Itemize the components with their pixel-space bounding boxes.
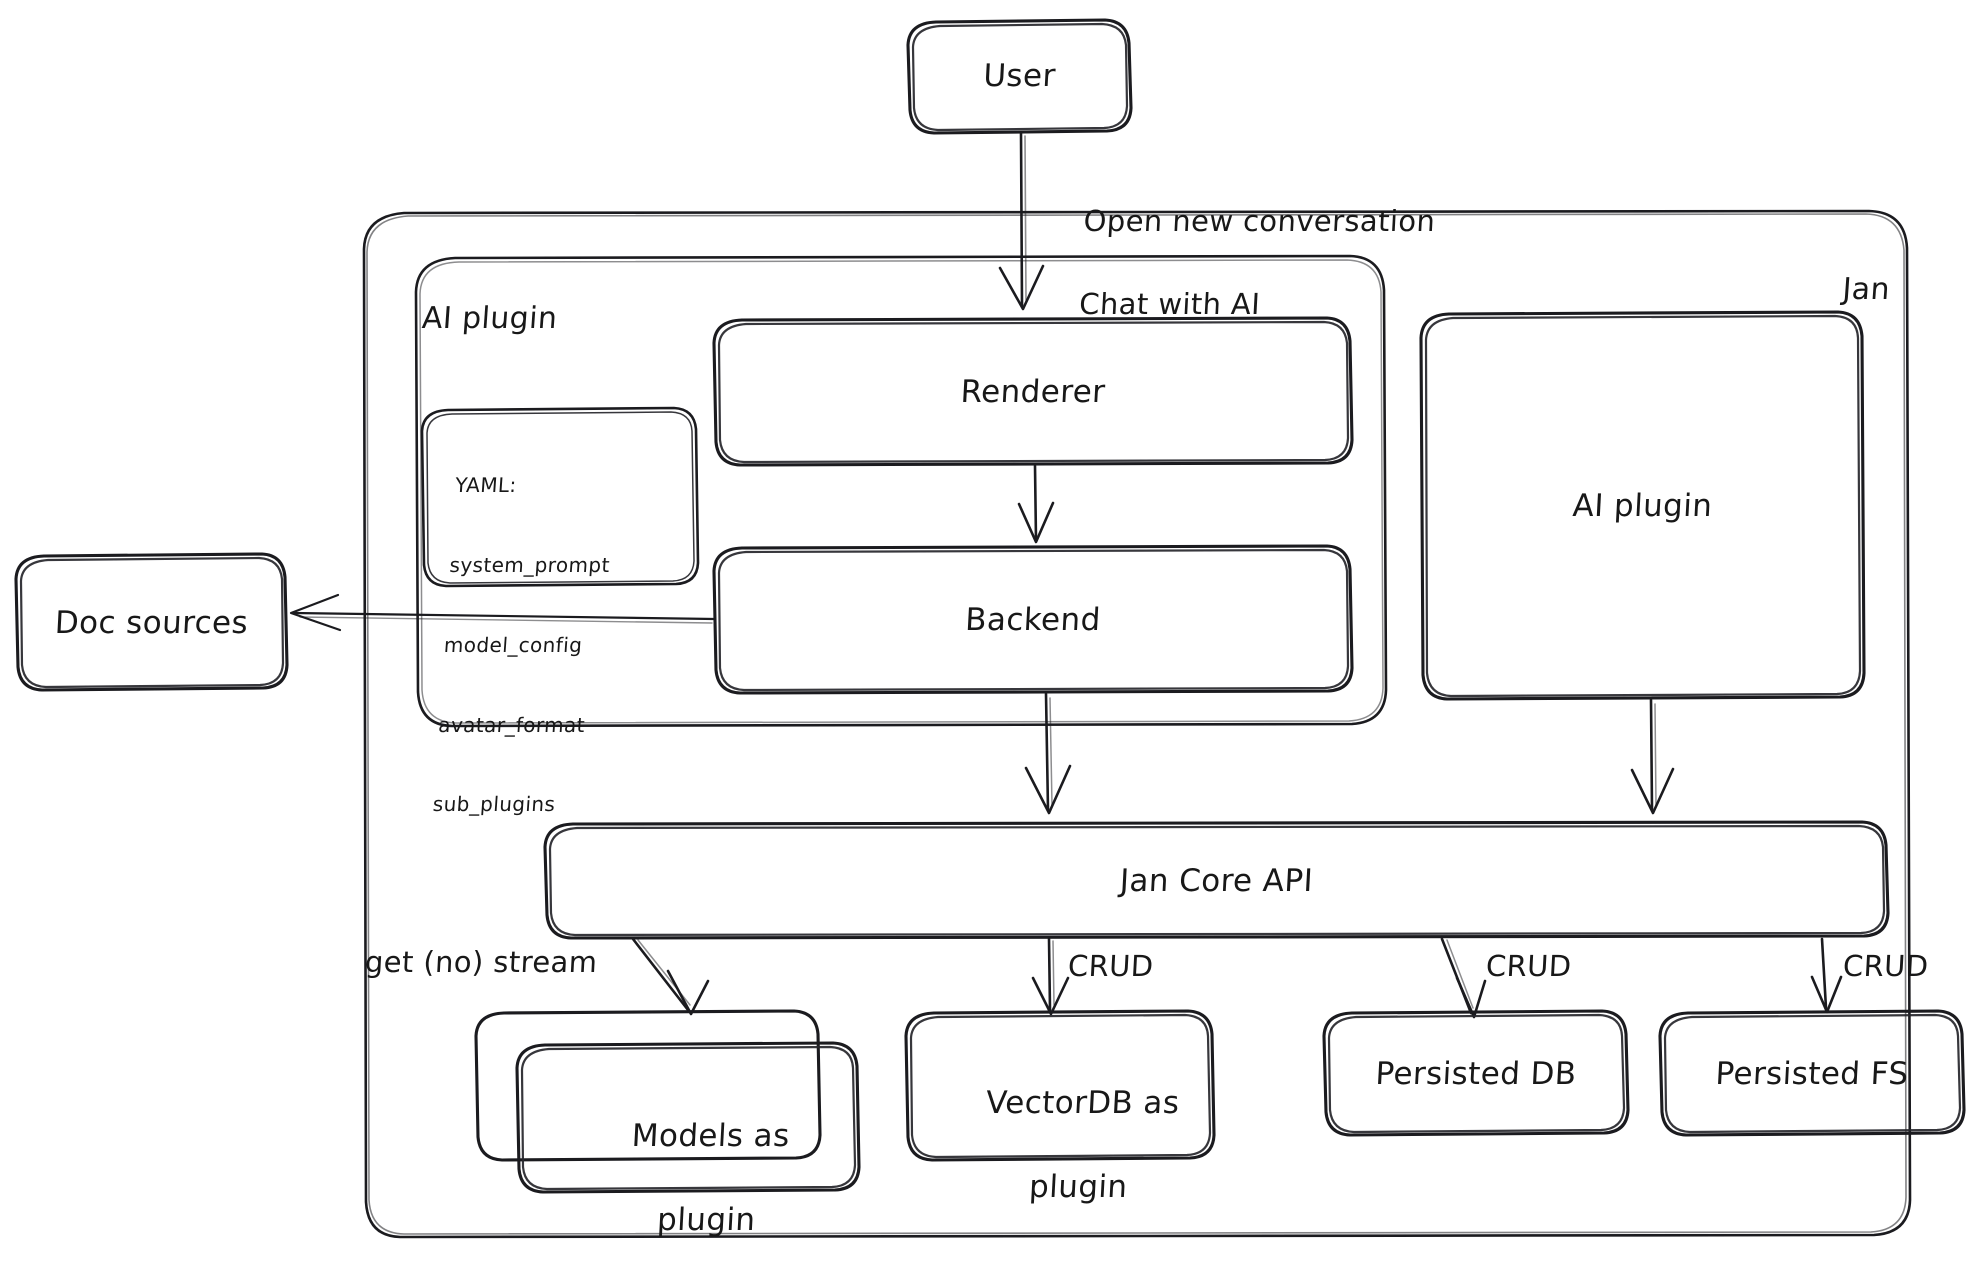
- node-label-persisted-db: Persisted DB: [1374, 1055, 1578, 1092]
- yaml-note-item-0: system_prompt: [448, 552, 611, 577]
- yaml-note-item-1: model_config: [443, 632, 584, 657]
- node-persisted-db-shape[interactable]: [1322, 1009, 1630, 1137]
- node-label-vectordb-plugin-line2: plugin: [1028, 1168, 1129, 1205]
- edge-backend-to-core-arrow: [1024, 692, 1072, 815]
- node-user-shape[interactable]: [906, 18, 1133, 135]
- node-models-plugin-shape[interactable]: [474, 1009, 861, 1194]
- node-vectordb-plugin-shape[interactable]: [904, 1009, 1216, 1162]
- diagram-canvas: Jan AI plugin User Renderer Backend AI p…: [14, 18, 1966, 1239]
- yaml-note-shape: [420, 406, 700, 588]
- container-label-jan: Jan: [1841, 272, 1892, 307]
- edge-label-user-to-renderer-line1: Open new conversation: [1082, 204, 1437, 239]
- node-label-models-plugin-line1: Models as: [630, 1117, 791, 1154]
- yaml-note-item-2: avatar_format: [437, 712, 586, 737]
- node-ai-plugin-right-shape[interactable]: [1419, 310, 1866, 701]
- node-jan-core-api-shape[interactable]: [543, 820, 1890, 940]
- node-persisted-fs-shape[interactable]: [1658, 1009, 1966, 1137]
- edge-label-user-to-renderer: Open new conversation Chat with AI: [1038, 160, 1439, 366]
- container-label-ai-plugin-group: AI plugin: [420, 301, 559, 336]
- yaml-note-title: YAML:: [454, 473, 518, 498]
- node-label-renderer: Renderer: [959, 373, 1107, 410]
- node-label-vectordb-plugin: VectorDB as plugin: [901, 1041, 1220, 1250]
- yaml-note-item-3: sub_plugins: [432, 792, 557, 817]
- container-ai-plugin-group-shape: [414, 254, 1388, 728]
- node-label-models-plugin-line2: plugin: [656, 1201, 757, 1238]
- yaml-note-text: YAML: system_prompt model_config avatar_…: [428, 419, 710, 871]
- node-label-models-plugin: Models as plugin: [512, 1074, 865, 1283]
- edge-backend-to-doc-sources-arrow: [289, 593, 716, 632]
- node-label-persisted-fs: Persisted FS: [1714, 1055, 1910, 1092]
- node-label-backend: Backend: [964, 601, 1102, 638]
- edge-label-core-to-fs: CRUD: [1842, 949, 1930, 983]
- node-label-user: User: [982, 57, 1057, 94]
- diagram-vector-layer: [14, 18, 1966, 1239]
- edge-label-user-to-renderer-line2: Chat with AI: [1078, 286, 1262, 321]
- node-label-doc-sources: Doc sources: [53, 604, 250, 641]
- edge-renderer-to-backend-arrow: [1017, 464, 1055, 544]
- edge-core-to-fs-arrow: [1810, 937, 1843, 1014]
- node-backend-shape[interactable]: [712, 544, 1354, 695]
- edge-label-core-to-db: CRUD: [1485, 949, 1573, 983]
- node-label-jan-core-api: Jan Core API: [1119, 862, 1315, 899]
- edge-core-to-vectordb-arrow: [1031, 937, 1070, 1016]
- edge-label-core-to-models: get (no) stream: [364, 945, 599, 979]
- edge-label-core-to-vectordb: CRUD: [1067, 949, 1155, 983]
- container-jan-shape: [362, 209, 1912, 1239]
- edge-core-to-db-arrow: [1440, 937, 1487, 1019]
- node-renderer-shape[interactable]: [712, 316, 1354, 467]
- node-label-vectordb-plugin-line1: VectorDB as: [985, 1084, 1181, 1121]
- edge-user-to-renderer-arrow: [998, 131, 1045, 311]
- node-label-ai-plugin-right: AI plugin: [1571, 487, 1714, 524]
- edge-core-to-models-arrow: [631, 937, 710, 1016]
- edge-aiplugin-to-core-arrow: [1630, 698, 1675, 815]
- node-doc-sources-shape[interactable]: [14, 552, 289, 692]
